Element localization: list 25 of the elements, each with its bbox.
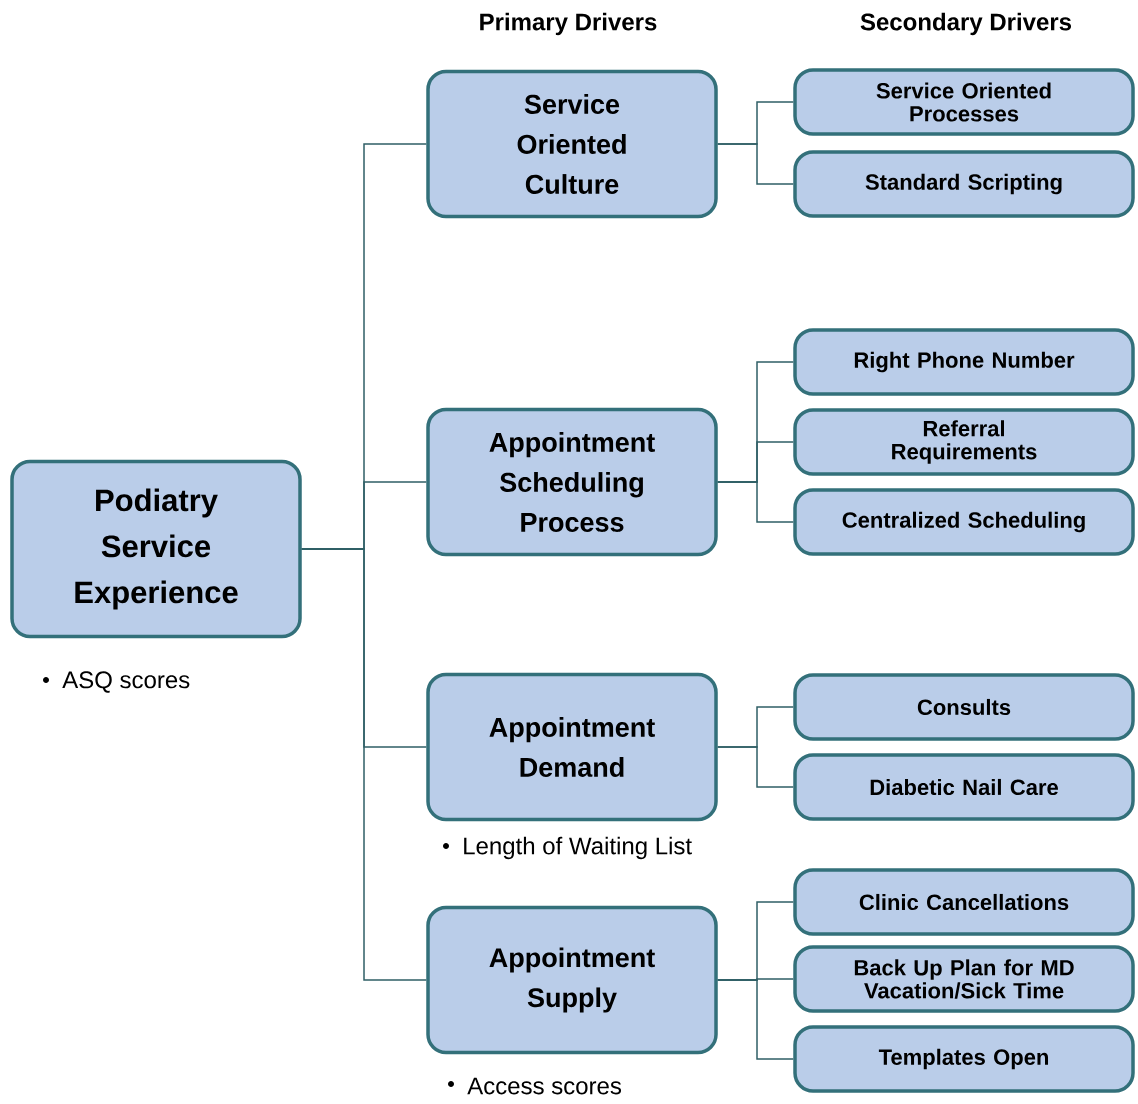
driver-box: Appointment Scheduling Process [426, 407, 718, 557]
driver-box: Referral Requirements [793, 408, 1135, 476]
connector-line [301, 548, 427, 981]
driver-box: Centralized Scheduling [793, 488, 1135, 556]
column-heading: Primary Drivers [480, 12, 657, 36]
driver-box: Templates Open [793, 1025, 1135, 1093]
connector-line [717, 746, 794, 788]
driver-box: Appointment Demand [426, 672, 718, 822]
column-heading: Secondary Drivers [860, 12, 1072, 36]
driver-box: Clinic Cancellations [793, 868, 1135, 936]
driver-box: Standard Scripting [793, 150, 1135, 218]
connector-line [717, 481, 794, 523]
driver-box: Back Up Plan for MD Vacation/Sick Time [793, 945, 1135, 1013]
driver-box: Appointment Supply [426, 905, 718, 1055]
driver-box: Podiatry Service Experience [10, 459, 302, 639]
connector-line [717, 143, 794, 185]
driver-box: Service Oriented Culture [426, 69, 718, 219]
driver-box: Service Oriented Processes [793, 68, 1135, 136]
driver-box: Consults [793, 673, 1135, 741]
driver-box: Right Phone Number [793, 328, 1135, 396]
bullet-text: Access scores [448, 1077, 621, 1095]
bullet-text: ASQ scores [43, 671, 190, 693]
connector-line [717, 979, 794, 1060]
bullet-text: Length of Waiting List [443, 836, 692, 860]
driver-box: Diabetic Nail Care [793, 753, 1135, 821]
